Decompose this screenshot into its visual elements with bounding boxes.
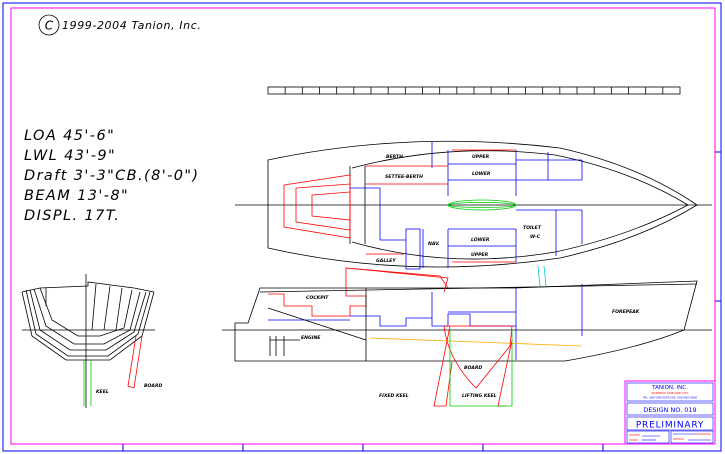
copyright-symbol: C xyxy=(45,19,54,33)
border-ticks xyxy=(122,151,721,451)
title-company: TANION, INC. xyxy=(651,385,688,391)
title-block: TANION, INC. ADDRESS LINE AND CITY TEL. … xyxy=(624,380,716,445)
label-section-keel: KEEL xyxy=(96,389,109,395)
scale-bar xyxy=(267,86,681,95)
label-upper-bottom: UPPER xyxy=(471,252,489,258)
label-cockpit: COCKPIT xyxy=(306,295,329,301)
label-nav: NAV. xyxy=(428,241,440,247)
label-settee-berth: SETTEE-BERTH xyxy=(385,174,423,180)
title-address: ADDRESS LINE AND CITY xyxy=(651,391,688,395)
profile-view: COCKPIT FOREPEAK ENGINE BOARD FIXED KEEL… xyxy=(222,265,712,407)
label-engine: ENGINE xyxy=(301,335,321,341)
spec-beam: BEAM 13'-8" xyxy=(24,188,130,204)
profile-hull-outline xyxy=(234,280,698,362)
label-toilet: TOILET xyxy=(523,225,542,231)
title-contact: TEL. 000-000-0000 FAX. 000-000-0000 xyxy=(642,396,698,400)
label-lower-bottom: LOWER xyxy=(471,237,490,243)
spec-displacement: DISPL. 17T. xyxy=(24,208,121,224)
label-wc: W-C xyxy=(530,234,541,240)
spec-lwl: LWL 43'-9" xyxy=(24,148,117,164)
spec-draft: Draft 3'-3"CB.(8'-0") xyxy=(24,168,200,184)
title-design-no: DESIGN NO. 019 xyxy=(643,406,696,414)
copyright-text: 1999-2004 Tanion, Inc. xyxy=(62,19,201,32)
label-upper-top: UPPER xyxy=(472,154,490,160)
label-forepeak: FOREPEAK xyxy=(612,309,640,315)
plan-hull-outline xyxy=(267,140,698,268)
inner-frame xyxy=(10,7,716,445)
label-fixed-keel: FIXED KEEL xyxy=(379,393,409,399)
spec-loa: LOA 45'-6" xyxy=(24,128,116,144)
label-board-profile: BOARD xyxy=(464,365,482,371)
label-lifting-keel: LIFTING KEEL xyxy=(462,393,497,399)
label-section-board: BOARD xyxy=(144,383,162,389)
copyright-symbol-circle xyxy=(38,14,60,36)
label-lower-top: LOWER xyxy=(472,171,491,177)
section-view: KEEL BOARD xyxy=(21,274,162,408)
title-status: PRELIMINARY xyxy=(636,421,704,431)
label-galley: GALLEY xyxy=(376,258,396,264)
plan-view: BERTH SETTEE-BERTH UPPER LOWER NAV. LOWE… xyxy=(235,140,712,270)
label-berth: BERTH xyxy=(386,154,403,160)
